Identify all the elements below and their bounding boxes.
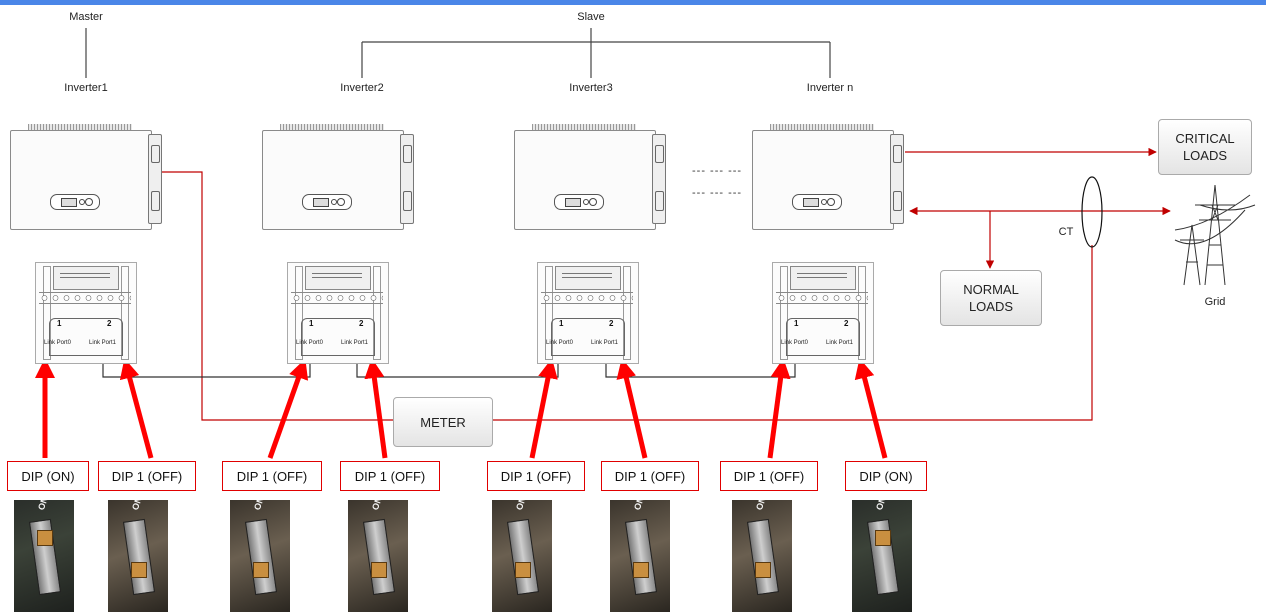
link-port0-label: Link Port0 — [296, 340, 323, 346]
inverter-3-label: Inverter3 — [569, 82, 612, 94]
port-number-1: 1 — [309, 319, 313, 328]
ellipsis-lower: --- --- --- — [692, 187, 742, 199]
dip-switch-photo: ON — [852, 500, 912, 612]
dip-label: DIP 1 (OFF) — [487, 461, 585, 491]
link-port-board-3: 1 2 Link Port0 Link Port1 — [537, 262, 639, 364]
link-cable-2-3 — [357, 362, 558, 377]
pointer-arrow — [624, 368, 645, 458]
grid-label: Grid — [1205, 296, 1226, 308]
inverter-display-icon — [792, 194, 842, 210]
link-port-board-2: 1 2 Link Port0 Link Port1 — [287, 262, 389, 364]
inverter-2 — [262, 124, 412, 228]
pointer-arrow — [373, 368, 385, 458]
port-number-1: 1 — [559, 319, 563, 328]
dip-label: DIP 1 (OFF) — [222, 461, 322, 491]
pointer-arrow — [862, 368, 885, 458]
port-number-1: 1 — [794, 319, 798, 328]
link-port0-label: Link Port0 — [781, 340, 808, 346]
dip-switch-photo: ON — [230, 500, 290, 612]
inverter-n — [752, 124, 902, 228]
link-port1-label: Link Port1 — [826, 340, 853, 346]
port-number-2: 2 — [844, 319, 848, 328]
inverter-1 — [10, 124, 160, 228]
inverter-n-label: Inverter n — [807, 82, 853, 94]
dip-switch-photo: ON — [732, 500, 792, 612]
dip-label: DIP (ON) — [845, 461, 927, 491]
dip-label: DIP 1 (OFF) — [98, 461, 196, 491]
dip-label: DIP (ON) — [7, 461, 89, 491]
master-label: Master — [69, 11, 103, 23]
dip-label: DIP 1 (OFF) — [340, 461, 440, 491]
port-number-2: 2 — [359, 319, 363, 328]
normal-loads-box: NORMAL LOADS — [940, 270, 1042, 326]
link-port-board-n: 1 2 Link Port0 Link Port1 — [772, 262, 874, 364]
ellipsis-upper: --- --- --- — [692, 165, 742, 177]
inverter-display-icon — [554, 194, 604, 210]
link-port0-label: Link Port0 — [44, 340, 71, 346]
dip-switch-photo: ON — [108, 500, 168, 612]
inverter-3 — [514, 124, 664, 228]
port-number-2: 2 — [107, 319, 111, 328]
link-port1-label: Link Port1 — [89, 340, 116, 346]
pointer-arrow — [127, 368, 151, 458]
link-port-board-1: 1 2 Link Port0 Link Port1 — [35, 262, 137, 364]
dip-switch-photo: ON — [14, 500, 74, 612]
critical-loads-box: CRITICAL LOADS — [1158, 119, 1252, 175]
meter-box: METER — [393, 397, 493, 447]
link-port0-label: Link Port0 — [546, 340, 573, 346]
inverter-display-icon — [50, 194, 100, 210]
pointer-arrow — [770, 368, 782, 458]
dip-label: DIP 1 (OFF) — [720, 461, 818, 491]
port-number-2: 2 — [609, 319, 613, 328]
ct-sensor — [1082, 177, 1102, 247]
link-cable-1-2 — [103, 362, 310, 377]
link-port1-label: Link Port1 — [341, 340, 368, 346]
pointer-arrow — [532, 368, 550, 458]
slave-label: Slave — [577, 11, 605, 23]
link-port1-label: Link Port1 — [591, 340, 618, 346]
inverter-2-label: Inverter2 — [340, 82, 383, 94]
link-cable-3-n — [606, 362, 795, 377]
dip-switch-photo: ON — [492, 500, 552, 612]
grid-pylon-icon — [1175, 185, 1255, 285]
pointer-arrow — [270, 368, 302, 458]
inverter-1-label: Inverter1 — [64, 82, 107, 94]
dip-switch-photo: ON — [348, 500, 408, 612]
port-number-1: 1 — [57, 319, 61, 328]
ct-label: CT — [1059, 226, 1074, 238]
inverter-display-icon — [302, 194, 352, 210]
dip-label: DIP 1 (OFF) — [601, 461, 699, 491]
dip-switch-photo: ON — [610, 500, 670, 612]
